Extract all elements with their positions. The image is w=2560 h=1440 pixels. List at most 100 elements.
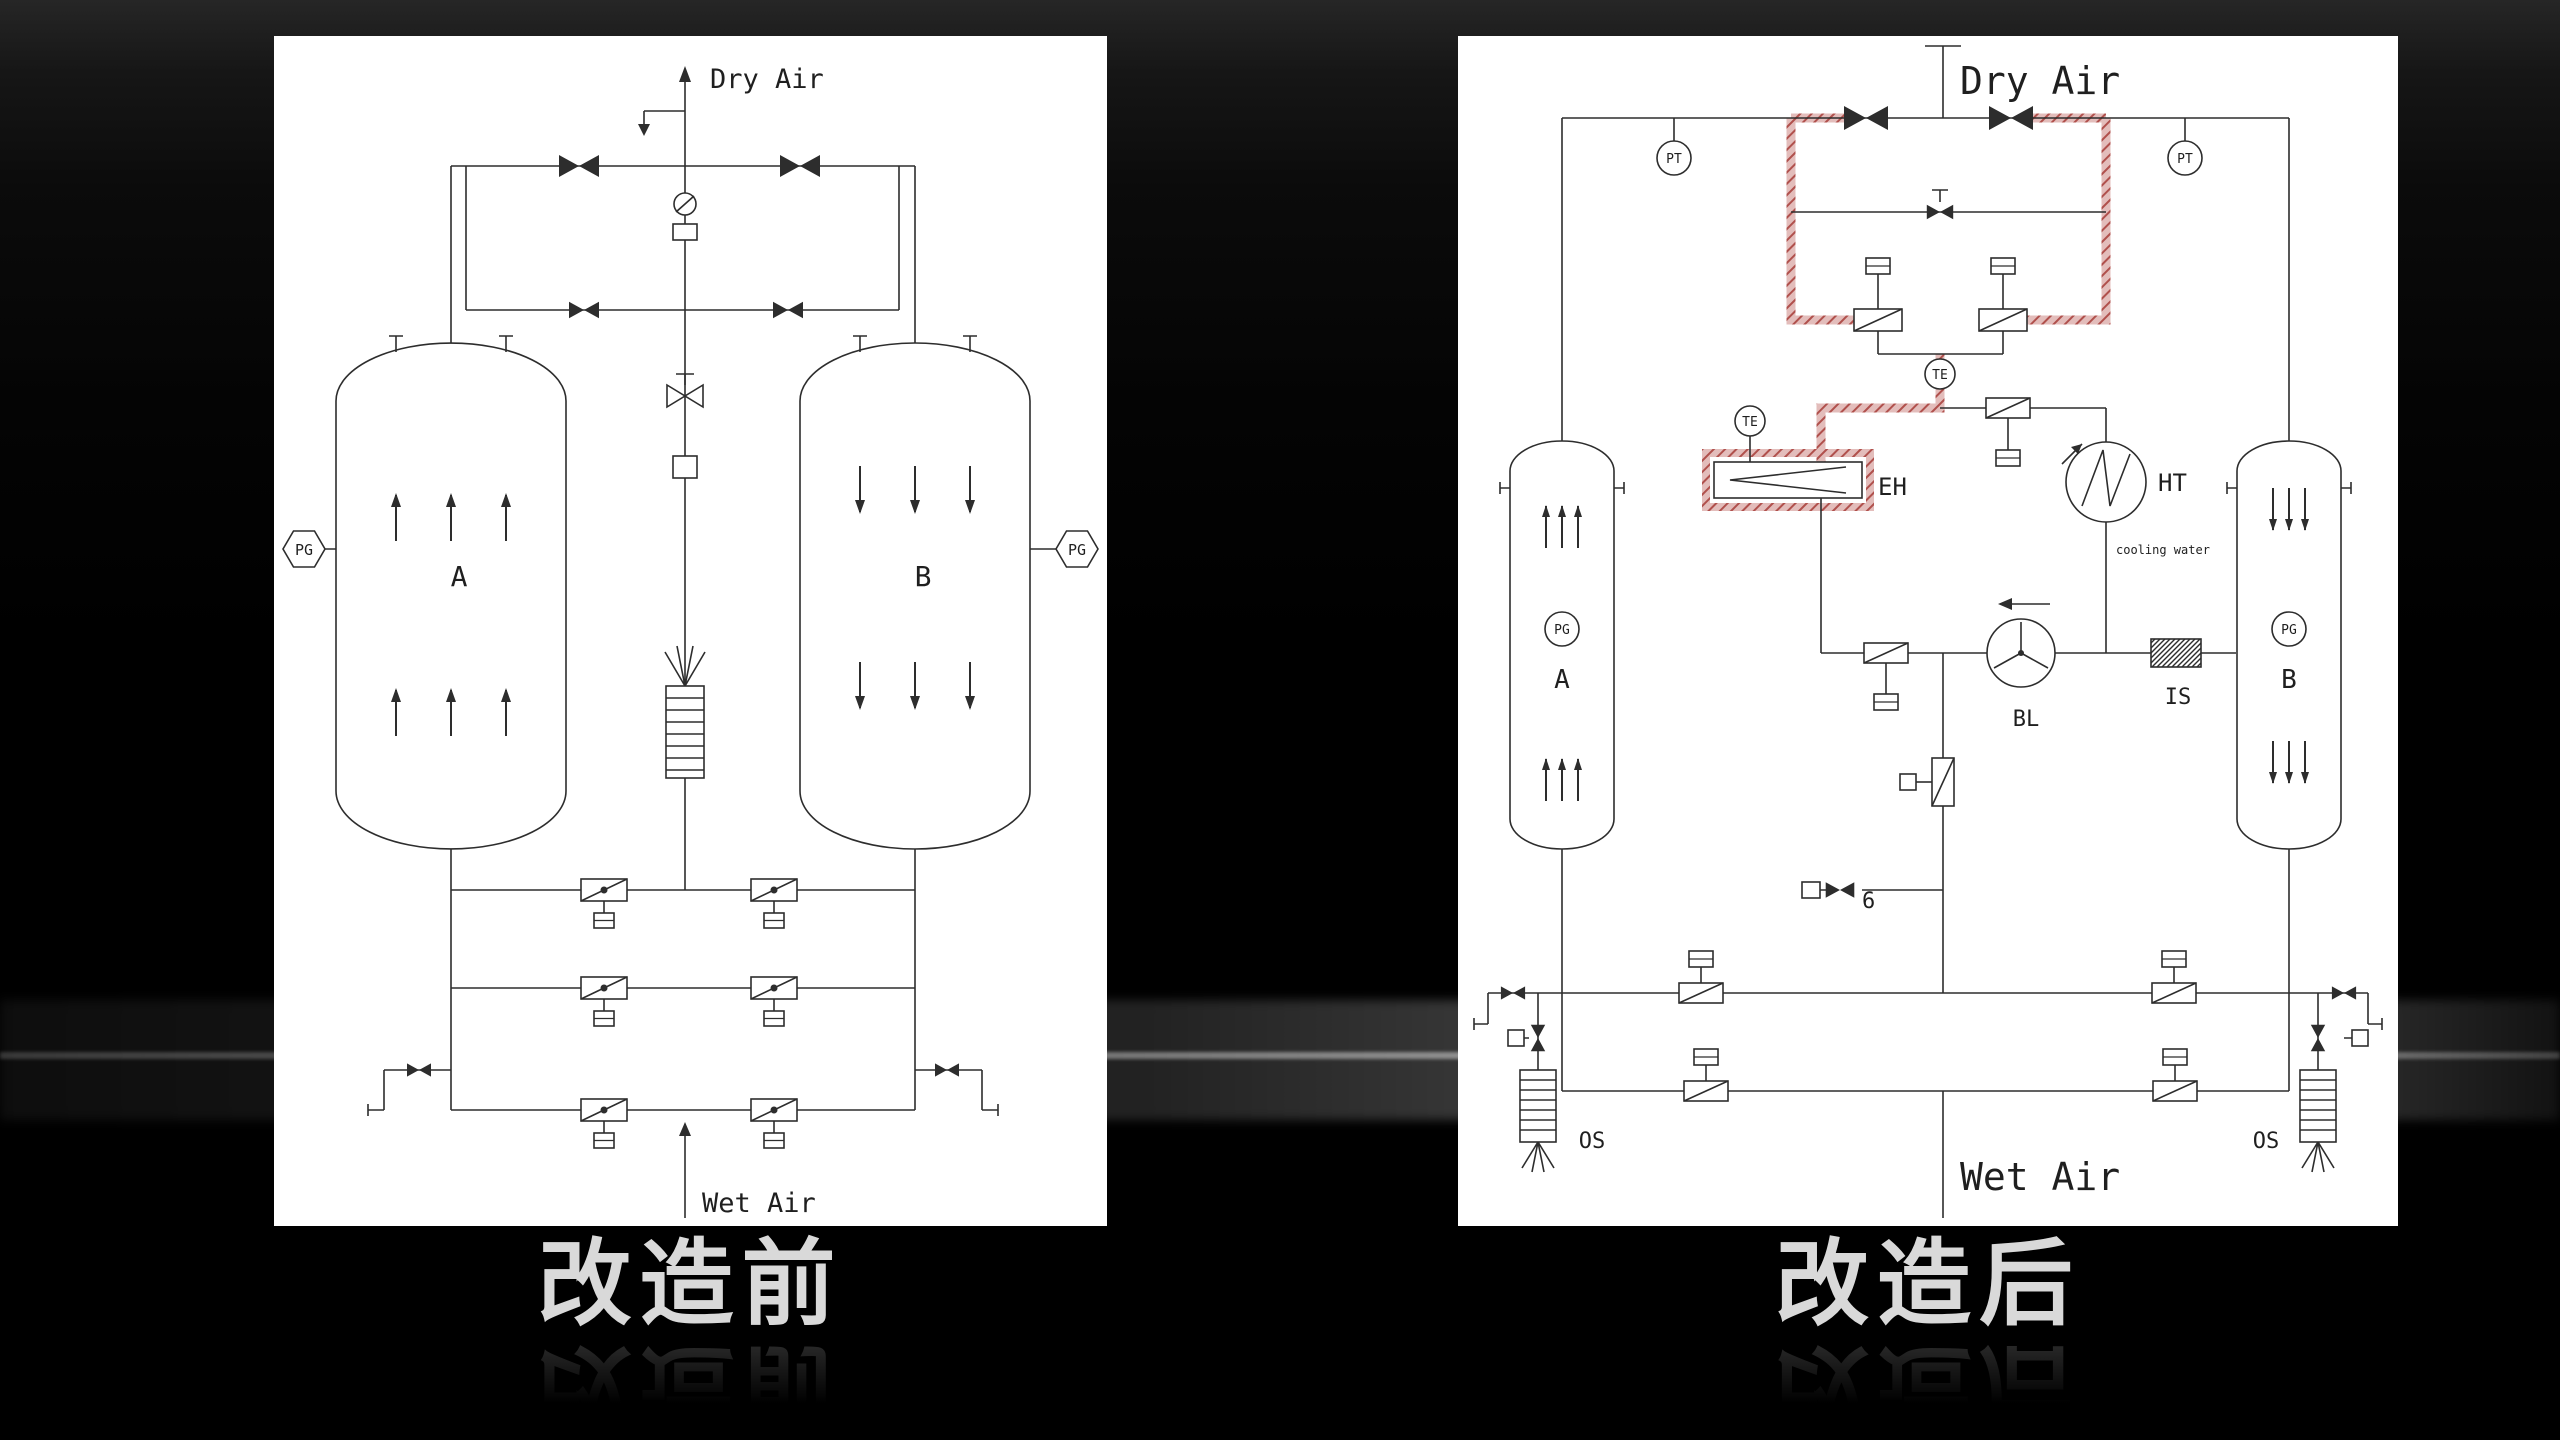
drain-left (367, 1069, 451, 1116)
labels-before: Dry Air Wet Air A B PG PG (295, 64, 1086, 1219)
pg-a-label: PG (1554, 623, 1570, 638)
electric-heater-icon (1713, 461, 1863, 499)
switch-valve-left-icon (1853, 257, 1903, 332)
os-valve-icon (1530, 1024, 1546, 1052)
regen-valve-icon (1863, 642, 1909, 711)
eh-label: EH (1878, 473, 1907, 501)
top-header (1561, 117, 2290, 441)
pg-a-symbol (1544, 611, 1580, 647)
solenoid-valve-icon (580, 1098, 628, 1149)
pt-left-label: PT (1666, 152, 1682, 167)
solenoid-valve-icon (750, 1098, 798, 1149)
vessel-nozzles (389, 335, 977, 352)
cooling-water-label: cooling water (2116, 543, 2210, 557)
pt-stubs (1673, 118, 2186, 141)
control-valve-icon (672, 192, 698, 241)
os-valve-pilot (1507, 1029, 1525, 1047)
pt-right-symbol (2167, 140, 2203, 176)
caption-before: 改造前 改造前 (274, 1230, 1107, 1415)
pg-left-symbol (282, 530, 326, 568)
pt-right-label: PT (2177, 152, 2193, 167)
solenoid-valve-icon (1678, 950, 1724, 1004)
vessel-b-label: B (915, 560, 932, 593)
components-before (282, 66, 1099, 1149)
pg-right-symbol (1055, 530, 1099, 568)
dry-air-label: Dry Air (1960, 59, 2120, 103)
diagram-before: Dry Air Wet Air A B PG PG (282, 64, 1099, 1219)
te-upper-symbol (1924, 358, 1956, 390)
caption-after: 改造后 改造后 (1458, 1230, 2398, 1415)
dry-air-tee (1925, 45, 1961, 118)
valve-6-label: 6 (1862, 889, 1875, 914)
valve-junction (1877, 331, 2004, 355)
te-lower-symbol (1734, 405, 1766, 437)
vessel-b-label: B (2281, 665, 2297, 695)
heat-exchanger-icon (2061, 441, 2147, 523)
solenoid-valve-icon (2152, 1048, 2198, 1102)
solenoid-valve-icon (580, 878, 628, 929)
ht-label: HT (2158, 469, 2187, 497)
caption-after-reflection: 改造后 (1458, 1336, 2398, 1415)
vessel-a-label: A (451, 560, 468, 593)
diagram-after: Dry Air Wet Air PT PT TE TE EH HT coolin… (1473, 45, 2383, 1218)
purge-branch (643, 110, 685, 134)
os-right-label: OS (2253, 1129, 2280, 1154)
pilot-stems-top (1877, 274, 2004, 309)
te-upper-label: TE (1932, 368, 1948, 383)
shutoff-valve-icon (558, 154, 600, 178)
bottom-row-1 (1473, 992, 2383, 1030)
shutoff-valve-icon (772, 301, 804, 319)
os-valve-pilot (2351, 1029, 2369, 1047)
os-valve-icon (2310, 1024, 2326, 1052)
vessel-side-nozzles (1499, 482, 2352, 494)
pg-b-symbol (2271, 611, 2307, 647)
caption-before-text: 改造前 (537, 1230, 844, 1339)
heater-valve-icon (1985, 397, 2031, 467)
labels-after: Dry Air Wet Air PT PT TE TE EH HT coolin… (1554, 59, 2297, 1199)
bl-label: BL (2013, 707, 2040, 732)
bottom-piping (450, 849, 916, 1111)
shutoff-valve-icon (1988, 105, 2034, 131)
muffler-icon (664, 645, 706, 779)
shutoff-valve-icon (568, 301, 600, 319)
vessel-b-body (799, 342, 1031, 850)
inline-box-icon (672, 455, 698, 479)
heat-traced-pipe (1702, 113, 2111, 511)
solenoid-valve-icon (580, 976, 628, 1027)
panel-before: Dry Air Wet Air A B PG PG (274, 36, 1107, 1226)
blower-icon (1986, 598, 2056, 688)
pg-right-label: PG (1068, 541, 1086, 559)
valve-6-icon (1801, 881, 1855, 899)
vessel-a-flow-arrows (390, 492, 512, 737)
is-label: IS (2165, 685, 2192, 710)
caption-before-reflection: 改造前 (274, 1336, 1107, 1415)
te-lower-label: TE (1742, 415, 1758, 430)
components-after (1500, 105, 2369, 1173)
drain-right (915, 1069, 999, 1116)
wet-air-label: Wet Air (702, 1188, 816, 1219)
os-left-label: OS (1579, 1129, 1606, 1154)
background-light-streak-core (0, 1052, 2560, 1059)
os-branches (1524, 993, 2352, 1070)
dry-air-label: Dry Air (710, 64, 824, 95)
caption-reflection-fade (1458, 1336, 2398, 1415)
vessel-a-body (335, 342, 567, 850)
solenoid-valve-icon (2151, 950, 2197, 1004)
shutoff-valve-icon (1843, 105, 1889, 131)
mid-vertical-valve-icon (1899, 757, 1955, 807)
pg-left-label: PG (295, 541, 313, 559)
solenoid-valve-icon (750, 976, 798, 1027)
pt-left-symbol (1656, 140, 1692, 176)
caption-after-text: 改造后 (1774, 1230, 2081, 1339)
dry-air-arrowhead-icon (679, 66, 691, 82)
piping-before (325, 70, 1056, 1218)
vessel-a-label: A (1554, 665, 1570, 695)
switch-valve-right-icon (1978, 257, 2028, 332)
oil-separator-right-icon (2299, 1069, 2337, 1173)
top-piping (450, 165, 916, 343)
needle-valve-icon (666, 373, 704, 409)
solenoid-valve-icon (750, 878, 798, 929)
bypass-valve-icon (1926, 204, 1954, 220)
panel-after: Dry Air Wet Air PT PT TE TE EH HT coolin… (1458, 36, 2398, 1226)
